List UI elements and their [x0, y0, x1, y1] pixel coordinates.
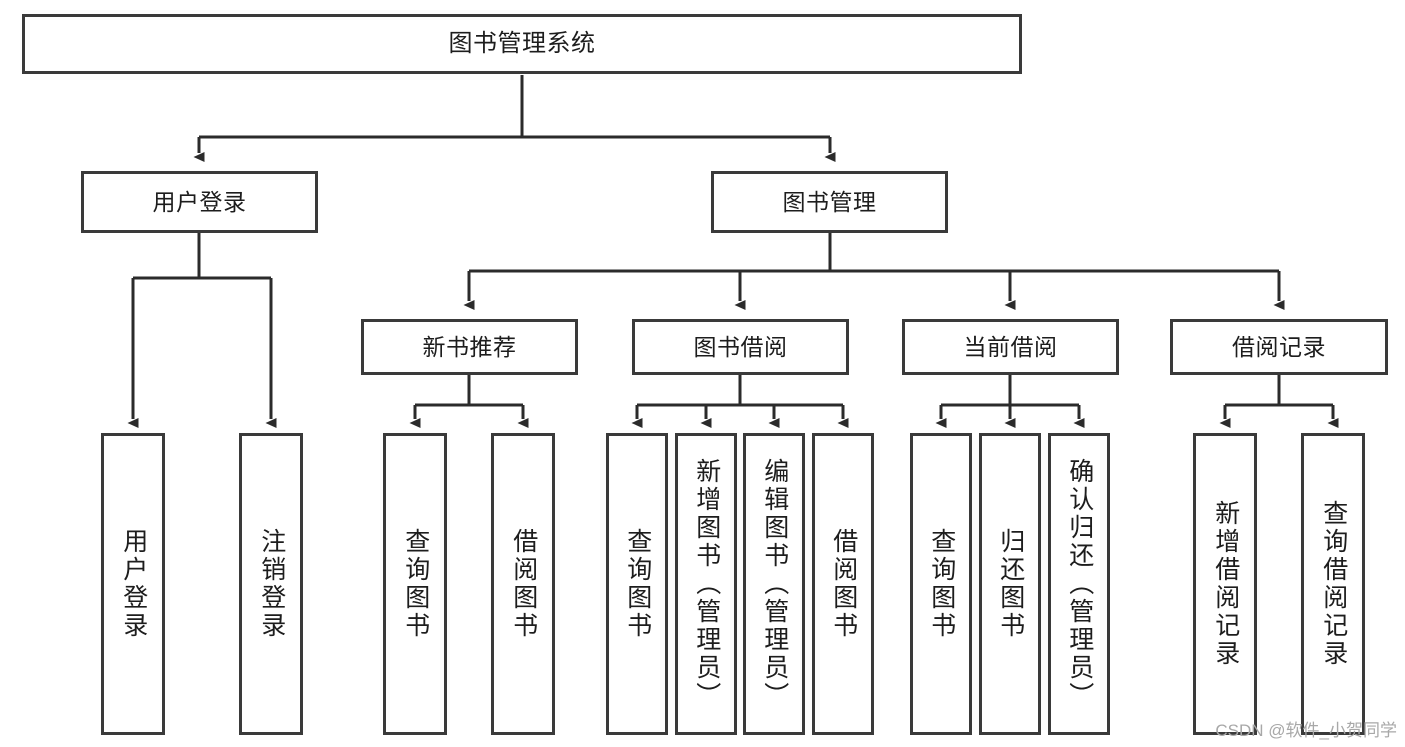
node-leaf-query-record[interactable]: 查询借阅记录 — [1301, 433, 1365, 735]
node-leaf-user-logout[interactable]: 注销登录 — [239, 433, 303, 735]
node-leaf-return-book-label: 归还图书 — [996, 528, 1025, 640]
node-leaf-borrow-book-1-label: 借阅图书 — [509, 528, 538, 640]
node-leaf-add-record[interactable]: 新增借阅记录 — [1193, 433, 1257, 735]
watermark: CSDN @软件_小贺同学 — [1215, 721, 1397, 740]
node-leaf-query-record-label: 查询借阅记录 — [1319, 500, 1348, 668]
node-root-label: 图书管理系统 — [448, 30, 596, 58]
node-current-borrow[interactable]: 当前借阅 — [902, 319, 1119, 375]
node-leaf-add-record-label: 新增借阅记录 — [1211, 500, 1240, 668]
node-leaf-user-logout-label: 注销登录 — [257, 528, 286, 640]
node-new-book-rec[interactable]: 新书推荐 — [361, 319, 578, 375]
node-leaf-edit-book-label: 编辑图书（管理员） — [760, 458, 789, 710]
node-borrow-record-label: 借阅记录 — [1232, 333, 1326, 360]
node-book-borrow-label: 图书借阅 — [693, 333, 788, 360]
node-leaf-query-book-2-label: 查询图书 — [623, 528, 652, 640]
node-leaf-borrow-book-1[interactable]: 借阅图书 — [491, 433, 555, 735]
node-leaf-query-book-1[interactable]: 查询图书 — [383, 433, 447, 735]
node-book-borrow[interactable]: 图书借阅 — [632, 319, 849, 375]
node-leaf-user-login[interactable]: 用户登录 — [101, 433, 165, 735]
node-book-manage[interactable]: 图书管理 — [711, 171, 948, 233]
node-book-manage-label: 图书管理 — [782, 188, 877, 215]
node-leaf-query-book-2[interactable]: 查询图书 — [606, 433, 668, 735]
node-current-borrow-label: 当前借阅 — [963, 333, 1058, 360]
node-leaf-borrow-book-2-label: 借阅图书 — [829, 528, 858, 640]
node-user-login[interactable]: 用户登录 — [81, 171, 318, 233]
node-leaf-query-book-3-label: 查询图书 — [927, 528, 956, 640]
node-user-login-label: 用户登录 — [152, 188, 247, 215]
node-borrow-record[interactable]: 借阅记录 — [1170, 319, 1388, 375]
node-leaf-query-book-1-label: 查询图书 — [401, 528, 430, 640]
node-leaf-add-book-label: 新增图书（管理员） — [692, 458, 721, 710]
node-leaf-query-book-3[interactable]: 查询图书 — [910, 433, 972, 735]
node-leaf-user-login-label: 用户登录 — [119, 528, 148, 640]
node-leaf-add-book[interactable]: 新增图书（管理员） — [675, 433, 737, 735]
node-leaf-borrow-book-2[interactable]: 借阅图书 — [812, 433, 874, 735]
node-leaf-return-book[interactable]: 归还图书 — [979, 433, 1041, 735]
node-root[interactable]: 图书管理系统 — [22, 14, 1022, 74]
node-leaf-edit-book[interactable]: 编辑图书（管理员） — [743, 433, 805, 735]
node-leaf-confirm-return-label: 确认归还（管理员） — [1065, 458, 1094, 710]
node-new-book-rec-label: 新书推荐 — [422, 333, 517, 360]
node-leaf-confirm-return[interactable]: 确认归还（管理员） — [1048, 433, 1110, 735]
